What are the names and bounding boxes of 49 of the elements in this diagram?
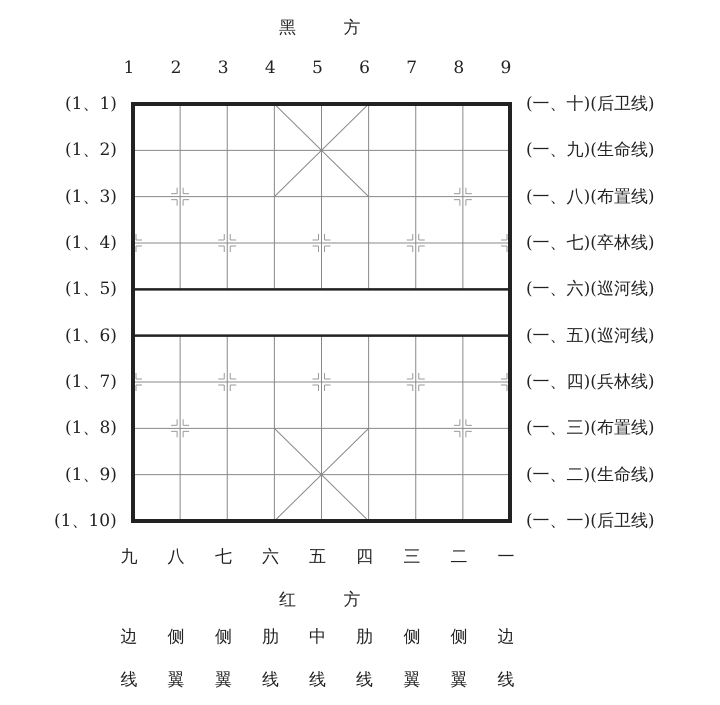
file-number: 八 <box>168 546 185 568</box>
file-number: 九 <box>120 546 138 568</box>
rank-line-name: (一、六)(巡河线) <box>526 278 655 300</box>
file-number: 1 <box>124 57 134 79</box>
file-line-name: 肋线 <box>262 626 279 692</box>
rank-line-name: (一、九)(生命线) <box>526 139 655 162</box>
file-number: 五 <box>309 546 326 568</box>
file-line-name: 中线 <box>309 626 326 692</box>
file-line-name: 侧翼 <box>403 626 420 692</box>
rank-line-name: (一、二)(生命线) <box>526 464 655 486</box>
file-line-name: 侧翼 <box>450 626 468 692</box>
file-number: 5 <box>312 57 323 79</box>
rank-line-name: (一、一)(后卫线) <box>526 510 655 532</box>
file-number: 4 <box>264 57 276 79</box>
rank-line-name: (一、三)(布置线) <box>526 417 655 440</box>
file-line-name: 边线 <box>498 626 514 692</box>
rank-coordinate: (1、1) <box>65 93 117 115</box>
rank-coordinate: (1、7) <box>65 371 117 393</box>
rank-coordinate: (1、10) <box>54 510 117 532</box>
file-line-name: 边线 <box>120 626 138 692</box>
rank-line-name: (一、五)(巡河线) <box>526 324 655 347</box>
rank-coordinate: (1、5) <box>65 278 117 300</box>
file-number: 2 <box>170 57 182 79</box>
rank-line-name: (一、四)(兵林线) <box>526 371 655 393</box>
rank-line-name: (一、七)(卒林线) <box>526 232 655 254</box>
file-number: 四 <box>356 546 374 568</box>
file-line-name: 侧翼 <box>214 626 232 692</box>
rank-coordinate: (1、9) <box>65 464 117 486</box>
file-number: 三 <box>403 546 420 568</box>
file-number: 一 <box>498 546 514 568</box>
rank-coordinate: (1、2) <box>65 139 117 162</box>
file-line-name: 肋线 <box>356 626 374 692</box>
file-number: 六 <box>262 546 279 568</box>
rank-coordinate: (1、3) <box>65 186 117 208</box>
file-number: 3 <box>218 57 229 79</box>
file-number: 6 <box>359 57 370 79</box>
rank-line-name: (一、十)(后卫线) <box>526 93 655 115</box>
rank-coordinate: (1、8) <box>65 417 117 440</box>
file-number: 8 <box>453 57 464 79</box>
side-label: 黑方 <box>278 17 408 39</box>
rank-coordinate: (1、4) <box>65 232 117 254</box>
file-number: 七 <box>214 546 232 568</box>
rank-coordinate: (1、6) <box>65 324 117 347</box>
side-label: 红方 <box>278 589 408 611</box>
file-number: 二 <box>450 546 468 568</box>
file-line-name: 侧翼 <box>168 626 185 692</box>
file-number: 7 <box>406 57 418 79</box>
rank-line-name: (一、八)(布置线) <box>526 186 655 208</box>
file-number: 9 <box>500 57 512 79</box>
